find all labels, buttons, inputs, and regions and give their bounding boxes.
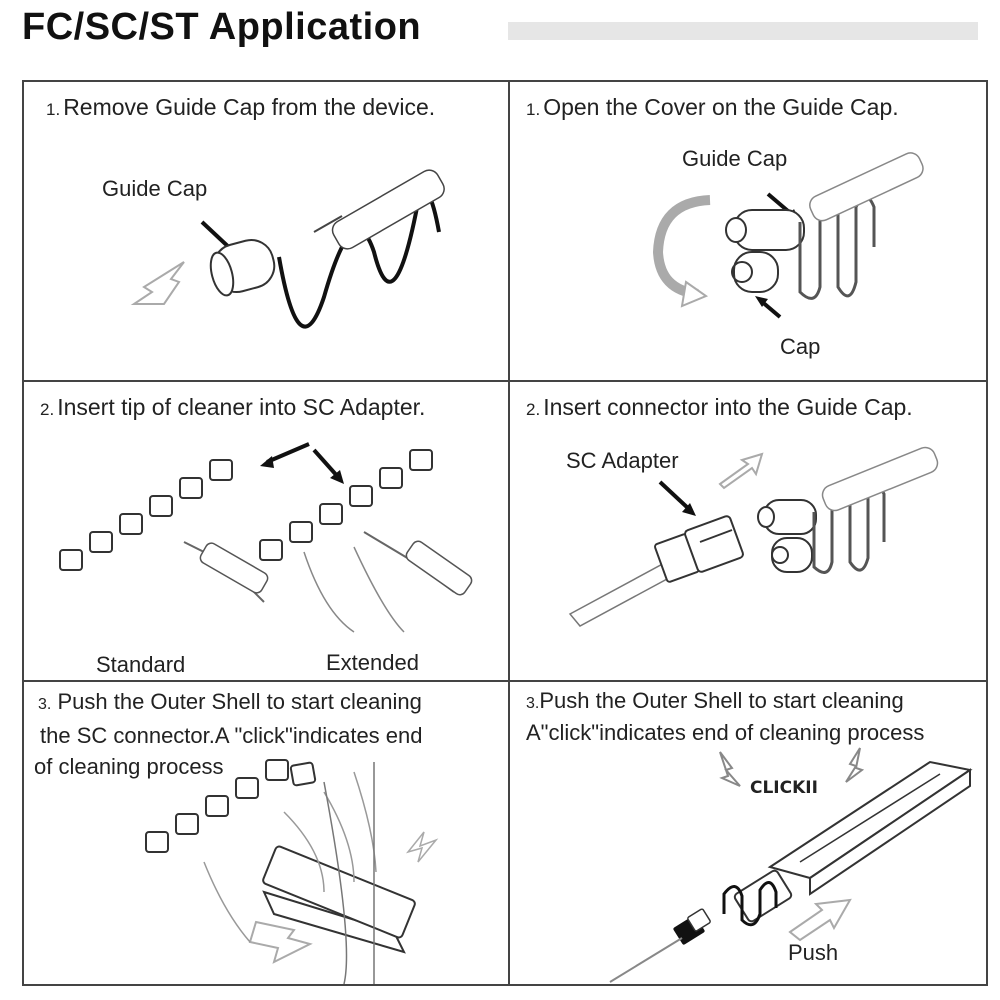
sc-adapter-insert-illustration xyxy=(24,382,508,680)
panel-open-cover: 1.Open the Cover on the Guide Cap. Guide… xyxy=(510,82,986,380)
push-shell-click-illustration xyxy=(510,682,986,984)
guide-cap-removal-illustration xyxy=(24,82,508,380)
title-decor-bar xyxy=(508,22,978,40)
panel-push-shell-click: 3.Push the Outer Shell to start cleaning… xyxy=(510,682,986,984)
connector-insert-illustration xyxy=(510,382,986,680)
push-shell-standard-illustration xyxy=(24,682,508,984)
panel-push-shell-standard: 3. Push the Outer Shell to start cleanin… xyxy=(24,682,508,984)
panel-remove-guide-cap: 1.Remove Guide Cap from the device. Guid… xyxy=(24,82,508,380)
open-cover-illustration xyxy=(510,82,986,380)
page-title: FC/SC/ST Application xyxy=(22,6,421,49)
panel-insert-connector: 2.Insert connector into the Guide Cap. S… xyxy=(510,382,986,680)
panel-insert-tip: 2.Insert tip of cleaner into SC Adapter.… xyxy=(24,382,508,680)
